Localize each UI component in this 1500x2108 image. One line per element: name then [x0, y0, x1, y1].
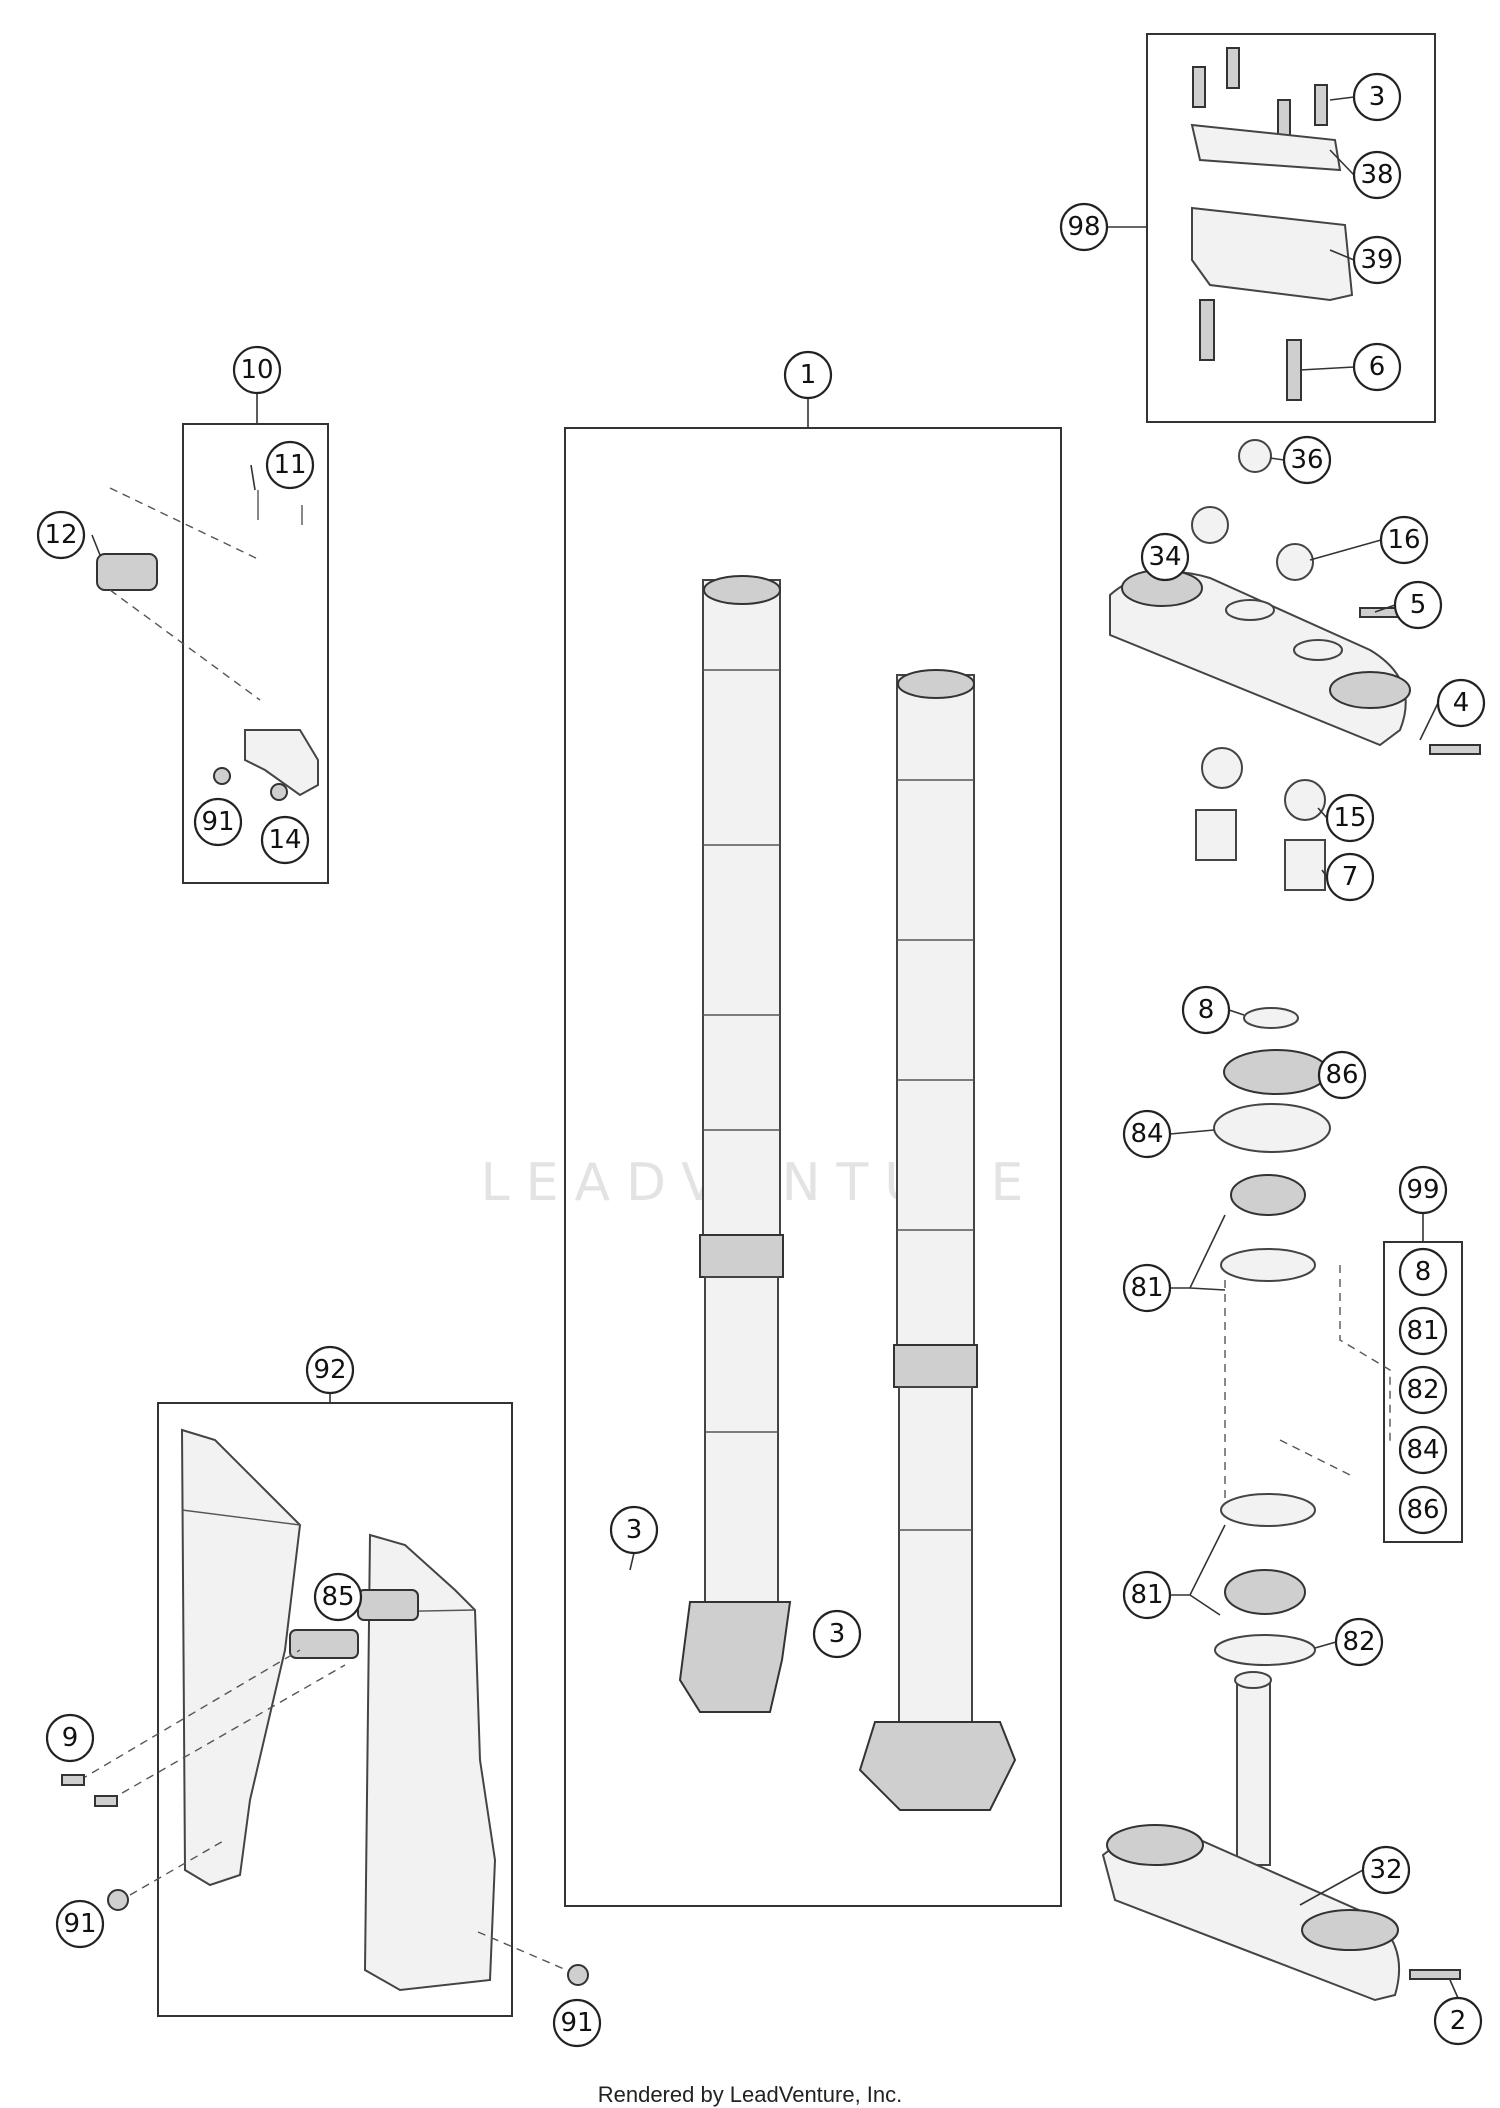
- callout-16[interactable]: 16: [1379, 515, 1429, 565]
- svg-text:38: 38: [1360, 160, 1393, 190]
- callout-82[interactable]: 82: [1334, 1617, 1384, 1667]
- fork-guard-right: [363, 1533, 497, 1992]
- callout-10[interactable]: 10: [232, 345, 282, 395]
- svg-text:1: 1: [800, 360, 817, 390]
- svg-text:86: 86: [1325, 1060, 1358, 1090]
- callout-9[interactable]: 9: [45, 1713, 95, 1763]
- callout-11[interactable]: 11: [265, 440, 315, 490]
- svg-text:9: 9: [62, 1723, 79, 1753]
- svg-text:3: 3: [829, 1619, 846, 1649]
- svg-text:16: 16: [1387, 525, 1420, 555]
- svg-text:85: 85: [321, 1582, 354, 1612]
- svg-text:91: 91: [201, 807, 234, 837]
- callout-5[interactable]: 5: [1393, 580, 1443, 630]
- callout-86-kit[interactable]: 86: [1398, 1485, 1448, 1535]
- svg-text:81: 81: [1406, 1316, 1439, 1346]
- callout-99[interactable]: 99: [1398, 1165, 1448, 1215]
- callout-3-fork-right[interactable]: 3: [812, 1609, 862, 1659]
- handlebar-clamp-set: [1190, 47, 1354, 401]
- callout-86[interactable]: 86: [1317, 1050, 1367, 1100]
- callout-82-kit[interactable]: 82: [1398, 1365, 1448, 1415]
- svg-text:32: 32: [1369, 1855, 1402, 1885]
- svg-text:5: 5: [1410, 590, 1427, 620]
- callout-39[interactable]: 39: [1352, 235, 1402, 285]
- svg-text:15: 15: [1333, 803, 1366, 833]
- callout-84[interactable]: 84: [1122, 1109, 1172, 1159]
- group-box-92: [157, 1402, 513, 2017]
- callout-15[interactable]: 15: [1325, 793, 1375, 843]
- callout-3-fork-left[interactable]: 3: [609, 1505, 659, 1555]
- svg-text:84: 84: [1406, 1435, 1439, 1465]
- svg-text:4: 4: [1453, 688, 1470, 718]
- callout-81-upper[interactable]: 81: [1122, 1263, 1172, 1313]
- svg-text:8: 8: [1198, 995, 1215, 1025]
- callout-32[interactable]: 32: [1361, 1845, 1411, 1895]
- callout-2[interactable]: 2: [1433, 1996, 1483, 2046]
- svg-text:12: 12: [44, 520, 77, 550]
- callout-34[interactable]: 34: [1140, 532, 1190, 582]
- svg-text:84: 84: [1130, 1119, 1163, 1149]
- upper-triple-clamp: [1109, 439, 1481, 891]
- callout-3-clamp[interactable]: 3: [1352, 72, 1402, 122]
- callout-4[interactable]: 4: [1436, 678, 1486, 728]
- render-credit-footer: Rendered by LeadVenture, Inc.: [597, 2082, 903, 2107]
- svg-text:81: 81: [1130, 1273, 1163, 1303]
- svg-text:10: 10: [240, 355, 273, 385]
- svg-text:34: 34: [1148, 542, 1181, 572]
- bracket-group-10: [96, 487, 319, 801]
- callout-91-guard-right[interactable]: 91: [552, 1998, 602, 2048]
- svg-text:39: 39: [1360, 245, 1393, 275]
- group-box-1: [564, 427, 1062, 1907]
- lower-triple-clamp: [1101, 1671, 1461, 2002]
- fork-leg-left: [678, 575, 792, 1713]
- group-box-10: [182, 423, 329, 884]
- svg-text:2: 2: [1450, 2006, 1467, 2036]
- svg-text:91: 91: [560, 2008, 593, 2038]
- callout-92[interactable]: 92: [305, 1345, 355, 1395]
- svg-text:98: 98: [1067, 212, 1100, 242]
- callout-36[interactable]: 36: [1282, 435, 1332, 485]
- callout-84-kit[interactable]: 84: [1398, 1425, 1448, 1475]
- svg-text:36: 36: [1290, 445, 1323, 475]
- callout-91-group10[interactable]: 91: [193, 797, 243, 847]
- callout-81-lower[interactable]: 81: [1122, 1570, 1172, 1620]
- svg-text:82: 82: [1406, 1375, 1439, 1405]
- callout-12[interactable]: 12: [36, 510, 86, 560]
- callout-98[interactable]: 98: [1059, 202, 1109, 252]
- svg-text:11: 11: [273, 450, 306, 480]
- callout-1[interactable]: 1: [783, 350, 833, 400]
- svg-text:99: 99: [1406, 1175, 1439, 1205]
- svg-text:86: 86: [1406, 1495, 1439, 1525]
- callout-8[interactable]: 8: [1181, 985, 1231, 1035]
- callout-81-kit[interactable]: 81: [1398, 1306, 1448, 1356]
- fork-leg-right: [858, 669, 1017, 1811]
- callout-6[interactable]: 6: [1352, 342, 1402, 392]
- svg-text:91: 91: [63, 1909, 96, 1939]
- svg-text:7: 7: [1342, 862, 1359, 892]
- svg-text:6: 6: [1369, 352, 1386, 382]
- svg-text:92: 92: [313, 1355, 346, 1385]
- callout-8-kit[interactable]: 8: [1398, 1247, 1448, 1297]
- svg-text:3: 3: [626, 1515, 643, 1545]
- callout-85[interactable]: 85: [313, 1572, 363, 1622]
- svg-text:8: 8: [1415, 1257, 1432, 1287]
- callout-7[interactable]: 7: [1325, 852, 1375, 902]
- steering-bearing-set: [1213, 1007, 1391, 1666]
- svg-text:81: 81: [1130, 1580, 1163, 1610]
- fork-guard-left: [180, 1428, 302, 1887]
- callout-38[interactable]: 38: [1352, 150, 1402, 200]
- group-box-98: [1146, 33, 1436, 423]
- svg-text:14: 14: [268, 825, 301, 855]
- callout-91-guard-left[interactable]: 91: [55, 1899, 105, 1949]
- guard-screws: [61, 1649, 589, 1986]
- svg-text:82: 82: [1342, 1627, 1375, 1657]
- svg-text:3: 3: [1369, 82, 1386, 112]
- callout-14[interactable]: 14: [260, 815, 310, 865]
